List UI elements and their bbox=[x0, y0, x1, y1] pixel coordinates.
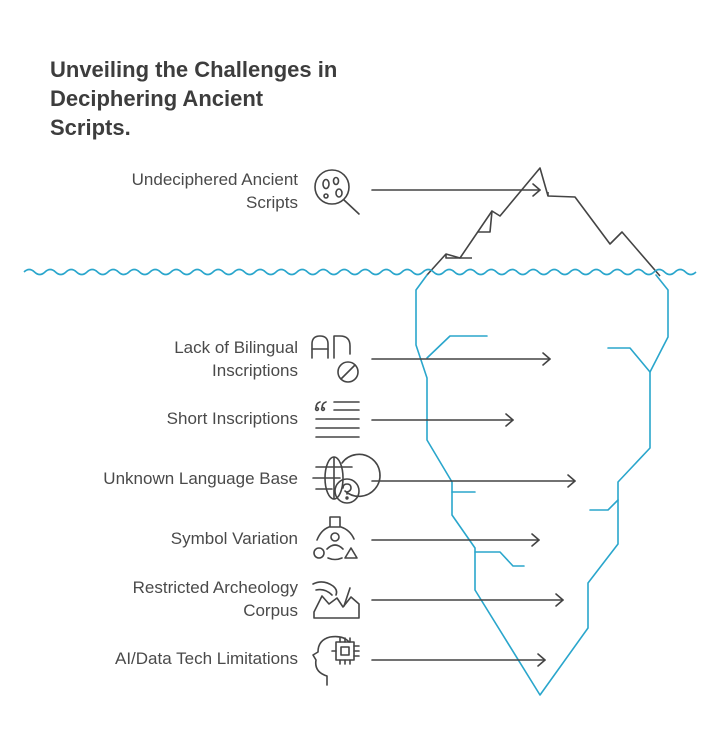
water-line bbox=[23, 268, 697, 276]
dig-site-icon bbox=[312, 581, 360, 619]
arrow-symbol-variation bbox=[371, 533, 540, 547]
letters-blocked-icon bbox=[311, 335, 359, 383]
label-ai-data-tech-limitations: AI/Data Tech Limitations bbox=[115, 649, 298, 668]
iceberg-tip bbox=[426, 167, 661, 277]
globe-question-icon bbox=[312, 453, 381, 504]
quote-lines-icon bbox=[314, 401, 360, 438]
arrow-ai-data-tech-limitations bbox=[371, 653, 546, 667]
diagram-title: Unveiling the Challenges in Deciphering … bbox=[50, 57, 338, 140]
label-symbol-variation: Symbol Variation bbox=[170, 529, 298, 548]
arrow-restricted-archeology-corpus bbox=[371, 593, 564, 607]
head-chip-icon bbox=[312, 635, 360, 686]
shapes-person-icon bbox=[313, 516, 358, 561]
arrow-lack-of-bilingual-inscriptions bbox=[371, 352, 551, 366]
label-unknown-language-base: Unknown Language Base bbox=[103, 469, 298, 488]
label-undeciphered-ancient-scripts: Undeciphered Ancient Scripts bbox=[131, 170, 298, 212]
arrow-short-inscriptions bbox=[371, 413, 514, 427]
iceberg-underwater bbox=[415, 274, 669, 696]
label-restricted-archeology-corpus: Restricted Archeology Corpus bbox=[132, 578, 298, 620]
magnifier-glyphs-icon bbox=[314, 169, 360, 215]
arrows bbox=[371, 183, 576, 667]
arrow-unknown-language-base bbox=[371, 474, 576, 488]
label-short-inscriptions: Short Inscriptions bbox=[166, 409, 298, 428]
label-lack-of-bilingual-inscriptions: Lack of Bilingual Inscriptions bbox=[174, 338, 298, 380]
arrow-undeciphered-ancient-scripts bbox=[371, 183, 541, 197]
